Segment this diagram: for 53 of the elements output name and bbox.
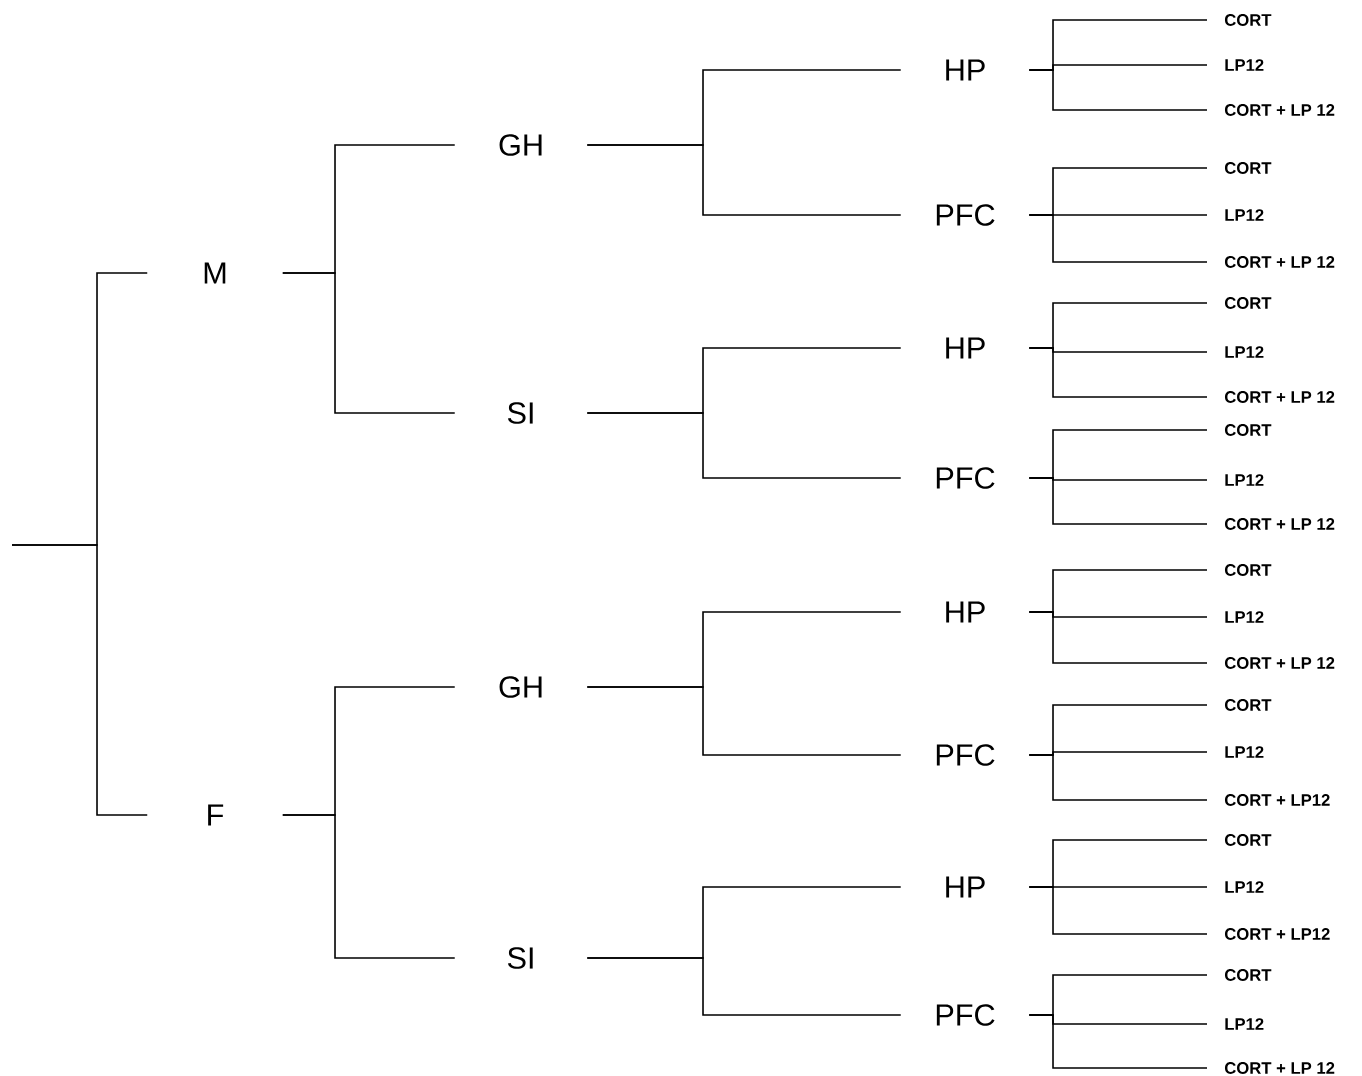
branch-line bbox=[281, 814, 456, 959]
branch-line bbox=[586, 144, 902, 216]
leaf-label: LP12 bbox=[1225, 346, 1264, 358]
branch-line bbox=[1028, 477, 1208, 525]
branch-line bbox=[1028, 69, 1208, 111]
tree-label: GH bbox=[499, 134, 542, 156]
leaf-label: LP12 bbox=[1225, 474, 1264, 486]
leaf-label: CORT bbox=[1224, 699, 1272, 711]
leaf-label: CORT bbox=[1224, 424, 1272, 436]
leaf-label: CORT + LP12 bbox=[1224, 928, 1330, 940]
leaf-label: CORT bbox=[1224, 969, 1272, 981]
leaf-label: CORT + LP 12 bbox=[1224, 1062, 1335, 1074]
leaf-label: CORT + LP 12 bbox=[1224, 518, 1335, 530]
tree-label: PFC bbox=[936, 204, 995, 226]
leaf-label: CORT + LP 12 bbox=[1224, 104, 1335, 116]
branch-line bbox=[1028, 611, 1208, 664]
tree-label: PFC bbox=[936, 744, 995, 766]
tree-label: HP bbox=[946, 876, 985, 898]
tree-label: M bbox=[204, 262, 226, 284]
leaf-label: LP12 bbox=[1225, 209, 1264, 221]
tree-label: SI bbox=[507, 947, 533, 969]
leaf-label: LP12 bbox=[1225, 881, 1264, 893]
branch-line bbox=[1028, 347, 1208, 398]
leaf-label: CORT + LP 12 bbox=[1224, 391, 1335, 403]
branch-line bbox=[586, 412, 902, 479]
branch-line bbox=[586, 957, 902, 1016]
leaf-label: LP12 bbox=[1225, 611, 1264, 623]
leaf-label: CORT + LP 12 bbox=[1224, 256, 1335, 268]
tree-label: HP bbox=[946, 601, 985, 623]
branch-line bbox=[11, 544, 149, 816]
leaf-label: CORT bbox=[1224, 162, 1272, 174]
leaf-label: LP12 bbox=[1225, 746, 1264, 758]
leaf-label: CORT bbox=[1224, 834, 1272, 846]
leaf-label: CORT bbox=[1224, 14, 1272, 26]
branch-line bbox=[586, 686, 902, 756]
leaf-label: CORT bbox=[1224, 564, 1272, 576]
leaf-label: CORT + LP 12 bbox=[1224, 657, 1335, 669]
tree-label: SI bbox=[507, 402, 533, 424]
branch-line bbox=[1028, 214, 1208, 263]
leaf-label: LP12 bbox=[1225, 59, 1264, 71]
tree-label: GH bbox=[499, 676, 542, 698]
tree-label: PFC bbox=[936, 467, 995, 489]
tree-label: F bbox=[208, 804, 224, 826]
leaf-label: CORT bbox=[1224, 297, 1272, 309]
tree-label: PFC bbox=[936, 1004, 995, 1026]
leaf-label: LP12 bbox=[1225, 1018, 1264, 1030]
branch-line bbox=[1028, 754, 1208, 801]
branch-line bbox=[1028, 886, 1208, 935]
branch-line bbox=[1028, 1014, 1208, 1069]
leaf-label: CORT + LP12 bbox=[1224, 794, 1330, 806]
tree-label: HP bbox=[946, 59, 985, 81]
tree-label: HP bbox=[946, 337, 985, 359]
branch-line bbox=[281, 272, 456, 414]
